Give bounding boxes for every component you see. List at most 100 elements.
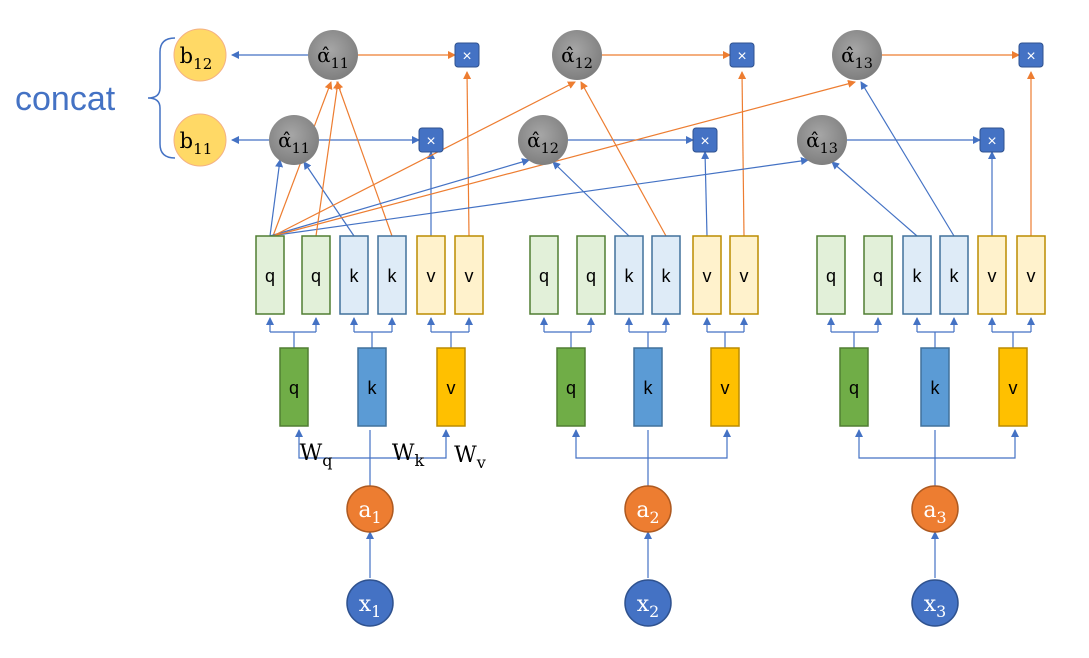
value-to-mult-line [701,151,710,237]
alpha-head2-label-sub: 11 [331,56,349,72]
input-a-node [346,485,394,533]
head-v-label: v [1027,266,1036,286]
projection-q-label: q [289,378,299,398]
alpha-head1-label: α̂13 [806,128,838,157]
projection-k-box [633,347,663,427]
output-b-label-base: b [180,44,193,68]
head-k-box [939,235,969,315]
input-x-node [624,579,672,627]
multiply-head2-symbol: × [462,48,471,65]
bus-to-v-arrow [935,429,1019,459]
projection-k-box [357,347,387,427]
head-k-label: k [950,266,960,286]
input-a-label: a2 [636,498,659,527]
input-x-label-sub: 1 [371,602,381,621]
head-k-box [377,235,407,315]
alpha-head1-label-base: α̂ [806,128,820,152]
input-x-label: x3 [924,592,947,621]
projection-v-label: v [1009,378,1018,398]
weight-label-sub: q [322,451,332,470]
multiply-head1-box [418,127,444,153]
alpha-head1-node [518,115,568,165]
alpha-head2-label-sub: 13 [855,56,873,72]
head-k-box [651,235,681,315]
alpha-head1-label-base: α̂ [278,128,292,152]
output-b-label: b11 [180,129,213,158]
alpha-head2-node [552,30,602,80]
weight-label: Wk [392,441,425,470]
query-key-line [269,159,284,237]
head-k-label: k [350,266,360,286]
head-v-label: v [465,266,474,286]
key-to-alpha-line [303,161,355,237]
alpha-head1-node [797,115,847,165]
weight-label: Wq [300,441,333,470]
query-key-line [269,158,530,237]
head-v-box [416,235,446,315]
multiply-head2-box [1018,42,1044,68]
weight-label-sub: k [414,451,424,470]
projection-v-box [998,347,1028,427]
input-x-label-base: x [359,592,372,617]
input-x-node [346,579,394,627]
alpha-head2-label: α̂13 [841,43,873,72]
head-q-box [816,235,846,315]
multiply-head1-symbol: × [700,133,709,150]
alpha-head1-label-sub: 13 [820,141,838,157]
head-q-label: q [539,266,549,286]
bus-to-q-arrow [572,429,648,459]
weight-label-base: W [454,443,477,468]
output-b-label-sub: 12 [193,55,212,73]
input-a-label: a3 [923,498,946,527]
head-k-label: k [388,266,398,286]
alpha-head1-label: α̂12 [527,128,559,157]
key2-to-alpha-line [335,81,393,237]
input-x-label: x1 [359,592,382,621]
weight-label: Wv [454,443,486,472]
head-k-label: k [625,266,635,286]
weight-label-base: W [392,441,415,466]
alpha-head1-label-base: α̂ [527,128,541,152]
input-x-label-sub: 2 [649,602,659,621]
query2-to-alpha-line [272,79,856,237]
key2-to-alpha-line [860,81,955,237]
input-a-label-base: a [358,498,371,523]
alpha-head1-node [269,115,319,165]
head-k-label: k [913,266,923,286]
head-q-box [529,235,559,315]
concat-brace [147,37,176,159]
output-b-node [173,28,227,82]
bus-to-v-arrow [370,429,450,459]
alpha-head2-label: α̂12 [561,43,593,72]
alpha-head1-label-sub: 12 [541,141,559,157]
input-x-node [911,579,959,627]
input-x-label: x2 [637,592,660,621]
projection-q-box [279,347,309,427]
head-v-box [454,235,484,315]
weight-label-base: W [300,441,323,466]
input-a-label-sub: 2 [650,508,660,527]
head-q-box [255,235,285,315]
input-a-label: a1 [358,498,381,527]
head-v-box [692,235,722,315]
head-q-label: q [586,266,596,286]
alpha-head2-label-base: α̂ [561,43,575,67]
alpha-head1-label: α̂11 [278,128,310,157]
output-b-label-sub: 11 [193,140,212,158]
projection-q-label: q [566,378,576,398]
projection-k-label: k [644,378,654,398]
alpha-head2-label-sub: 12 [575,56,593,72]
value2-to-mult-line [463,71,472,237]
output-b-label: b12 [180,44,213,73]
projection-k-label: k [931,378,941,398]
bus-to-q-arrow [855,429,935,459]
projection-k-box [920,347,950,427]
input-a-label-base: a [923,498,936,523]
projection-v-box [710,347,740,427]
head-q-label: q [311,266,321,286]
input-x-label-base: x [637,592,650,617]
key-to-alpha-line [552,161,630,237]
head-q-box [301,235,331,315]
head-v-box [977,235,1007,315]
